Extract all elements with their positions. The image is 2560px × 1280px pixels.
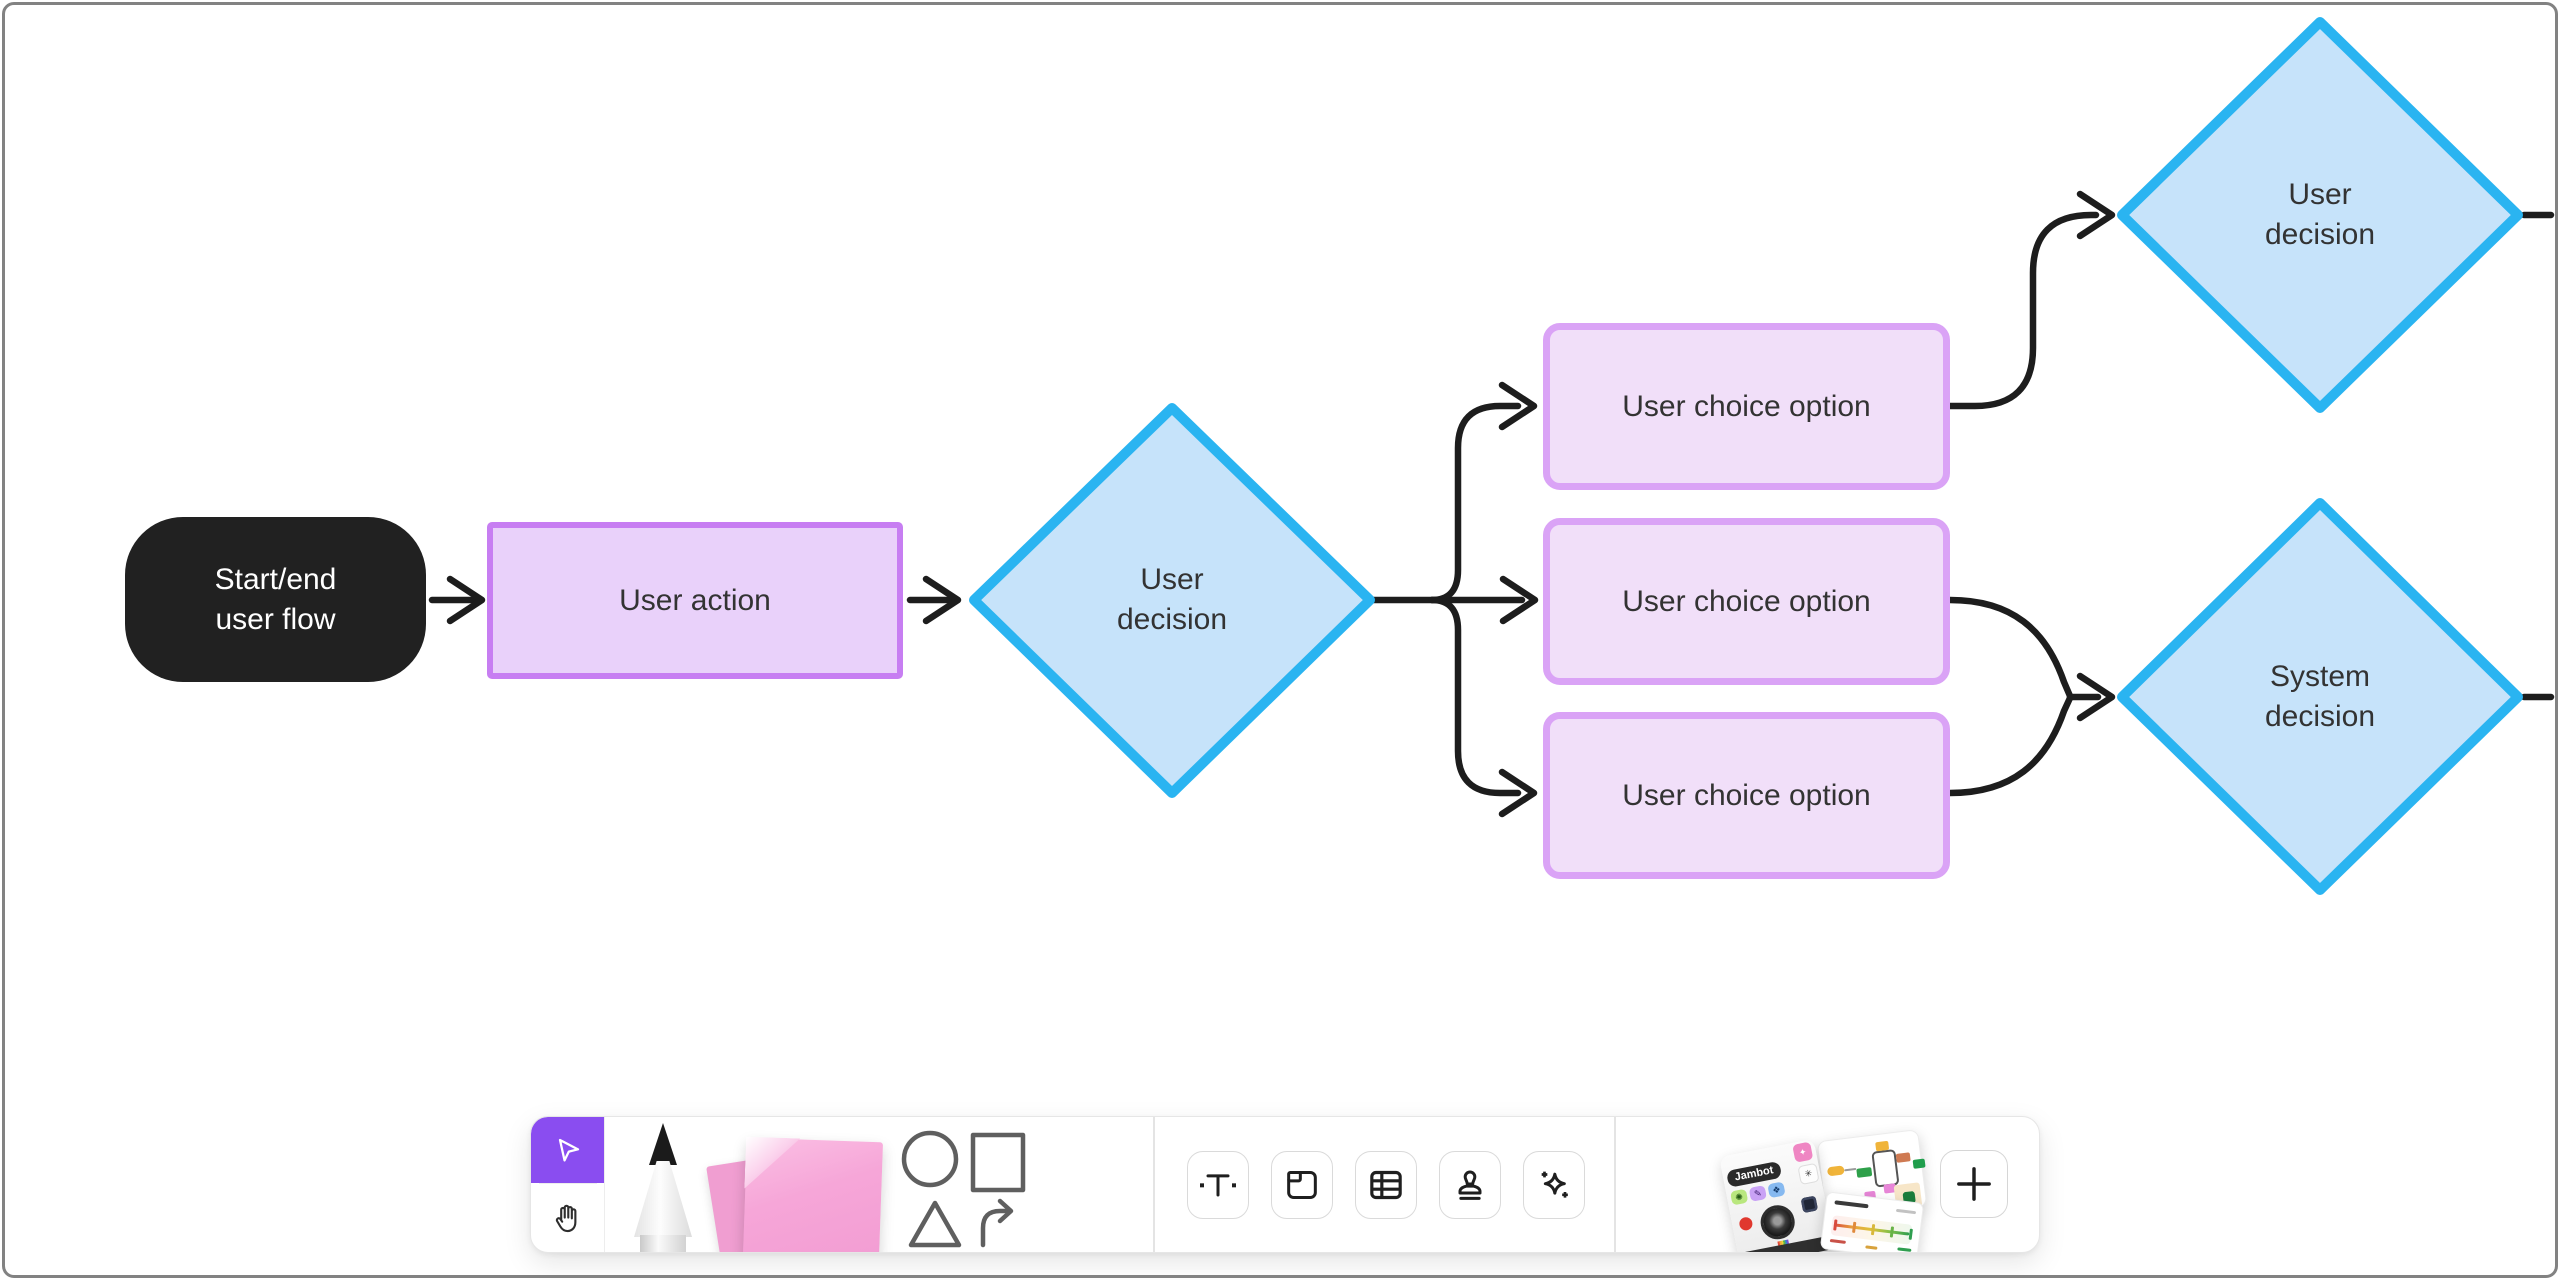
blue-chip-icon: ❖ [1767, 1181, 1786, 1199]
connectors[interactable] [428, 190, 2555, 818]
ai-sparkle-tool-button[interactable] [1523, 1151, 1585, 1219]
alignment-scale-template-thumbnail [1819, 1191, 1925, 1252]
arrowhead-branch-bottom [1498, 768, 1538, 818]
purple-chip-icon: ✎ [1748, 1185, 1768, 1202]
stamp-tool-button[interactable] [1439, 1151, 1501, 1219]
connector-branch-top [1428, 402, 1522, 604]
section-tool-button[interactable] [1271, 1151, 1333, 1219]
hand-tool-button[interactable] [531, 1183, 605, 1252]
decision-user-1-label-box: User decision [1042, 560, 1302, 640]
choice-middle-label: User choice option [1622, 584, 1871, 618]
select-tool-column [531, 1117, 605, 1252]
ai-sparkle-icon [1541, 1171, 1568, 1198]
tool-divider [539, 1183, 597, 1184]
user-choice-option-middle[interactable]: User choice option [1543, 518, 1950, 685]
connector-choice-middle-merge [1946, 596, 2074, 700]
connector-choice-bottom-merge [1946, 694, 2074, 797]
figjam-toolbar: Jambot ✦ ✳ ✺ ✎ ❖ [530, 1116, 2040, 1253]
toolbar-separator [1614, 1117, 1616, 1252]
camera-lens [1757, 1202, 1798, 1243]
start-end-node[interactable]: Start/end user flow [125, 517, 426, 682]
plus-icon [1957, 1167, 1991, 1201]
start-end-label: Start/end user flow [214, 562, 337, 636]
marker-icon [631, 1117, 695, 1252]
decision-system-label: System decision [2264, 660, 2376, 733]
arrowhead-start-action [446, 575, 486, 625]
atom-chip-icon: ✳ [1797, 1162, 1820, 1186]
text-tool-button[interactable] [1187, 1151, 1249, 1219]
decision-system-label-box: System decision [2190, 657, 2450, 737]
decision-diamond-user-1[interactable] [969, 403, 1375, 798]
text-icon [1200, 1174, 1236, 1197]
decision-diamond-system[interactable] [2117, 498, 2523, 895]
sparkle-chip-icon: ✦ [1792, 1141, 1814, 1163]
connector-choice-top-decision2 [1946, 211, 2100, 410]
marker-tool-button[interactable] [631, 1117, 695, 1252]
arrowhead-branch-middle [1499, 575, 1539, 625]
user-choice-option-bottom[interactable]: User choice option [1543, 712, 1950, 879]
section-divider [603, 1117, 605, 1252]
shapes-icon [901, 1130, 1026, 1248]
connector-branch-bottom [1428, 596, 1522, 797]
viewfinder-chip [1800, 1195, 1819, 1214]
more-templates-button[interactable] [1940, 1150, 2008, 1218]
arrowhead-decision2 [2076, 190, 2116, 240]
choice-top-label: User choice option [1622, 389, 1871, 423]
shapes-tool-button[interactable] [899, 1127, 1029, 1249]
sticky-note-icon [706, 1117, 887, 1252]
sticky-note-tool-button[interactable] [706, 1117, 887, 1252]
choice-bottom-label: User choice option [1622, 778, 1871, 812]
decision-user-1-label: User decision [1116, 563, 1228, 636]
user-choice-option-top[interactable]: User choice option [1543, 323, 1950, 490]
arrowhead-decision3 [2076, 672, 2116, 722]
decision-user-2-label-box: User decision [2190, 175, 2450, 255]
section-icon [1287, 1171, 1317, 1199]
cursor-icon [558, 1138, 580, 1162]
green-chip-icon: ✺ [1729, 1188, 1749, 1206]
user-action-node[interactable]: User action [487, 522, 903, 679]
stamp-icon [1458, 1170, 1482, 1200]
shutter-dot [1738, 1216, 1754, 1232]
user-action-label: User action [619, 583, 771, 617]
table-icon [1370, 1170, 1402, 1200]
table-tool-button[interactable] [1355, 1151, 1417, 1219]
decision-diamond-user-2[interactable] [2117, 17, 2523, 413]
arrowhead-branch-top [1498, 381, 1538, 431]
toolbar-separator [1153, 1117, 1155, 1252]
hand-icon [555, 1204, 577, 1232]
arrowhead-action-decision [922, 575, 962, 625]
select-tool-button[interactable] [531, 1117, 605, 1183]
decision-user-2-label: User decision [2264, 178, 2376, 251]
